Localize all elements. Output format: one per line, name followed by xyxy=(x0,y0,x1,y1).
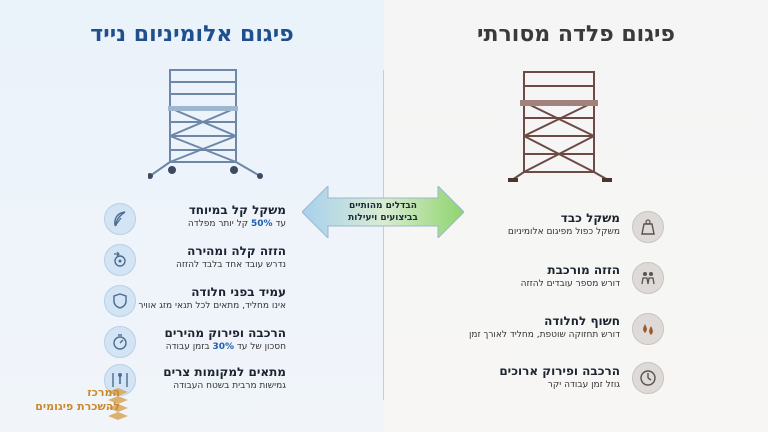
steel-item-complex-move: הזזה מורכבת דורש מספר עובדים להזזה xyxy=(420,262,620,290)
steel-item-long-assembly: הרכבה ופירוק ארוכים גוזל זמן עבודה יקר xyxy=(420,363,620,391)
steel-item-sub: משקל כפול מפיגום אלומיניום xyxy=(507,227,620,237)
aluminum-item-heading: הרכבה ופירוק מהירים xyxy=(164,326,286,340)
aluminum-item-sub: חסכון של עד 30% בזמן עבודה xyxy=(86,341,286,353)
aluminum-item-heading: משקל קל במיוחד xyxy=(188,203,286,217)
steel-item-heading: חשוף לחלודה xyxy=(544,314,620,328)
stopwatch-icon xyxy=(104,326,136,358)
steel-item-sub: גוזל זמן עבודה יקר xyxy=(547,380,620,390)
sub-highlight: 50% xyxy=(251,219,273,229)
differences-line-1: הבדלים מהותיים xyxy=(349,201,417,211)
sub-text: עד xyxy=(272,219,286,229)
logo-line-1: המרכז xyxy=(87,386,120,399)
aluminum-item-heading: מתאים למקומות צרים xyxy=(163,365,286,379)
steel-item-rust-exposed: חשוף לחלודה דורש תחזוקה שוטפת, מחליד לאו… xyxy=(400,313,620,341)
steel-item-heavy-weight: משקל כבד משקל כפול מפיגום אלומיניום xyxy=(420,210,620,238)
logo-line-2: להשכרת פיגומים xyxy=(35,400,120,413)
aluminum-item-rust-resistant: עמיד בפני חלודה אינו מחליד, מתאים לכל תנ… xyxy=(66,284,286,312)
aluminum-item-sub: אינו מחליד, מתאים לכל תנאי מזג אוויר xyxy=(138,301,286,311)
steel-item-heading: הזזה מורכבת xyxy=(547,263,620,277)
clock-icon xyxy=(632,362,664,394)
aluminum-item-sub: גמישות מרבית בשטח העבודה xyxy=(173,381,286,391)
steel-item-heading: משקל כבד xyxy=(560,211,620,225)
steel-item-sub: דורש תחזוקה שוטפת, מחליד לאורך זמן xyxy=(468,330,620,340)
aluminum-item-fast-assembly: הרכבה ופירוק מהירים חסכון של עד 30% בזמן… xyxy=(86,325,286,353)
aluminum-item-heading: הזזה קלה ומהירה xyxy=(187,244,286,258)
aluminum-item-heading: עמיד בפני חלודה xyxy=(191,285,286,299)
sub-text: חסכון של עד xyxy=(233,342,286,352)
feather-icon xyxy=(104,203,136,235)
aluminum-item-sub: עד 50% קל יותר מפלדה xyxy=(86,218,286,230)
differences-label: הבדלים מהותיים בביצועים ויעילות xyxy=(330,200,436,224)
steel-item-heading: הרכבה ופירוק ארוכים xyxy=(499,364,620,378)
differences-line-2: בביצועים ויעילות xyxy=(348,213,418,223)
center-divider xyxy=(383,70,384,400)
double-arrow-graphic xyxy=(302,186,464,238)
steel-item-sub: דורש מספר עובדים להזזה xyxy=(520,279,620,289)
aluminum-item-light-weight: משקל קל במיוחד עד 50% קל יותר מפלדה xyxy=(86,202,286,230)
aluminum-scaffold-illustration xyxy=(148,69,263,179)
company-logo-graphic xyxy=(108,388,128,420)
aluminum-item-sub: נדרש עובד אחד בלבד להזזה xyxy=(176,260,286,270)
sub-text: בזמן עבודה xyxy=(165,342,213,352)
aluminum-item-narrow-places: מתאים למקומות צרים גמישות מרבית בשטח העב… xyxy=(86,364,286,392)
wheel-move-icon xyxy=(104,244,136,276)
aluminum-title: פיגום אלומיניום נייד xyxy=(90,22,294,47)
steel-scaffold-illustration xyxy=(508,71,612,182)
sub-text: קל יותר מפלדה xyxy=(187,219,252,229)
aluminum-item-easy-move: הזזה קלה ומהירה נדרש עובד אחד בלבד להזזה xyxy=(86,243,286,271)
steel-title: פיגום פלדה מסורתי xyxy=(477,22,675,47)
workers-icon xyxy=(632,262,664,294)
shield-icon xyxy=(104,285,136,317)
sub-highlight: 30% xyxy=(212,342,234,352)
weight-icon xyxy=(632,211,664,243)
rust-drops-icon xyxy=(632,313,664,345)
